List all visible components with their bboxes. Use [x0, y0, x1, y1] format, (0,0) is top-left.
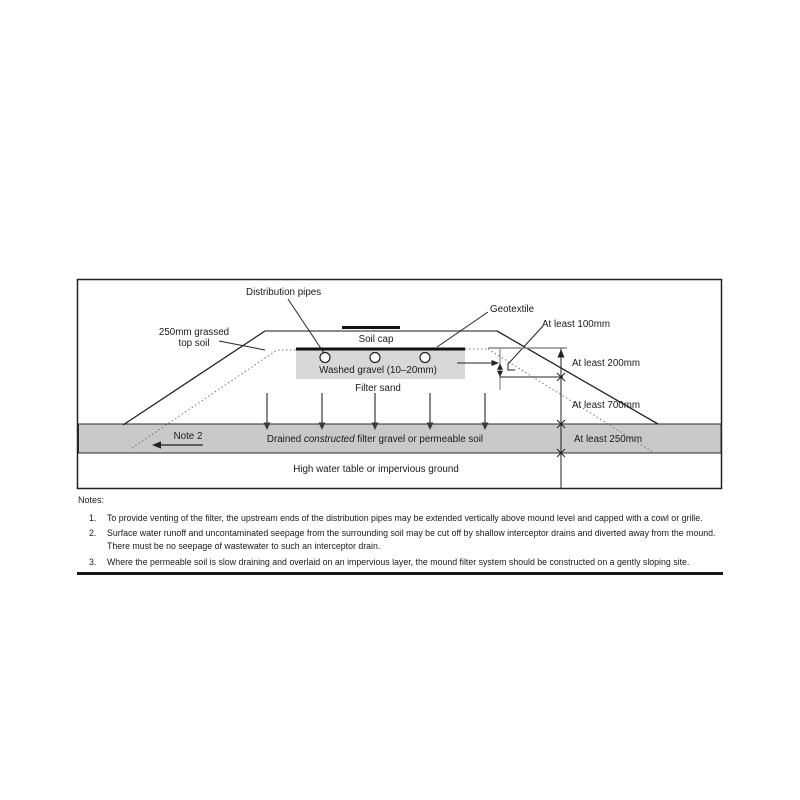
leader-lines — [218, 298, 544, 371]
dim-200mm-label: At least 200mm — [572, 358, 641, 369]
dimension-lines — [488, 347, 567, 488]
dim-100mm-label: At least 100mm — [542, 319, 611, 330]
drained-italic: constructed — [303, 434, 355, 445]
note-number: 2. — [89, 528, 97, 538]
diagram-frame — [76, 278, 723, 490]
gravel-pointer-arrow — [457, 360, 499, 366]
note2-ref-label: Note 2 — [173, 431, 203, 442]
note2-arrow — [152, 441, 203, 449]
dim-250mm-label: At least 250mm — [574, 434, 643, 445]
topsoil-dotted-line — [131, 348, 654, 453]
grassed-topsoil-leader — [218, 340, 266, 351]
100mm-leader — [507, 325, 544, 371]
soil-cap-label: Soil cap — [358, 334, 394, 345]
distribution-pipes-leader — [287, 298, 325, 354]
drained-suffix: filter gravel or permeable soil — [354, 434, 484, 445]
note-text: To provide venting of the filter, the up… — [107, 513, 703, 523]
grassed-topsoil-label: 250mm grassed top soil — [146, 327, 242, 349]
percolation-arrows — [263, 393, 489, 430]
grassed-topsoil-line2: top soil — [178, 338, 210, 349]
notes-heading: Notes: — [78, 495, 105, 505]
filter-sand-label: Filter sand — [355, 383, 401, 394]
note-text: Where the permeable soil is slow drainin… — [107, 557, 690, 567]
high-water-label: High water table or impervious ground — [293, 464, 459, 475]
drained-layer-label: Drained constructed filter gravel or per… — [200, 434, 550, 445]
note-number: 1. — [89, 513, 97, 523]
geotextile-leader — [436, 311, 489, 348]
dim-700mm-label: At least 700mm — [572, 400, 641, 411]
geotextile-label: Geotextile — [490, 304, 535, 315]
note-item-3: 3. Where the permeable soil is slow drai… — [89, 556, 731, 569]
note-text: Surface water runoff and uncontaminated … — [107, 528, 716, 551]
grassed-topsoil-line1: 250mm grassed — [158, 327, 230, 338]
note-item-2: 2. Surface water runoff and uncontaminat… — [89, 527, 731, 552]
drained-prefix: Drained — [266, 434, 304, 445]
note-item-1: 1. To provide venting of the filter, the… — [89, 512, 731, 525]
distribution-pipes-label: Distribution pipes — [246, 287, 322, 298]
washed-gravel-label: Washed gravel (10–20mm) — [319, 365, 437, 376]
bottom-rule — [77, 572, 723, 575]
note-number: 3. — [89, 557, 97, 567]
distribution-pipe-circles — [319, 351, 431, 364]
drained-layer-band — [78, 423, 722, 454]
